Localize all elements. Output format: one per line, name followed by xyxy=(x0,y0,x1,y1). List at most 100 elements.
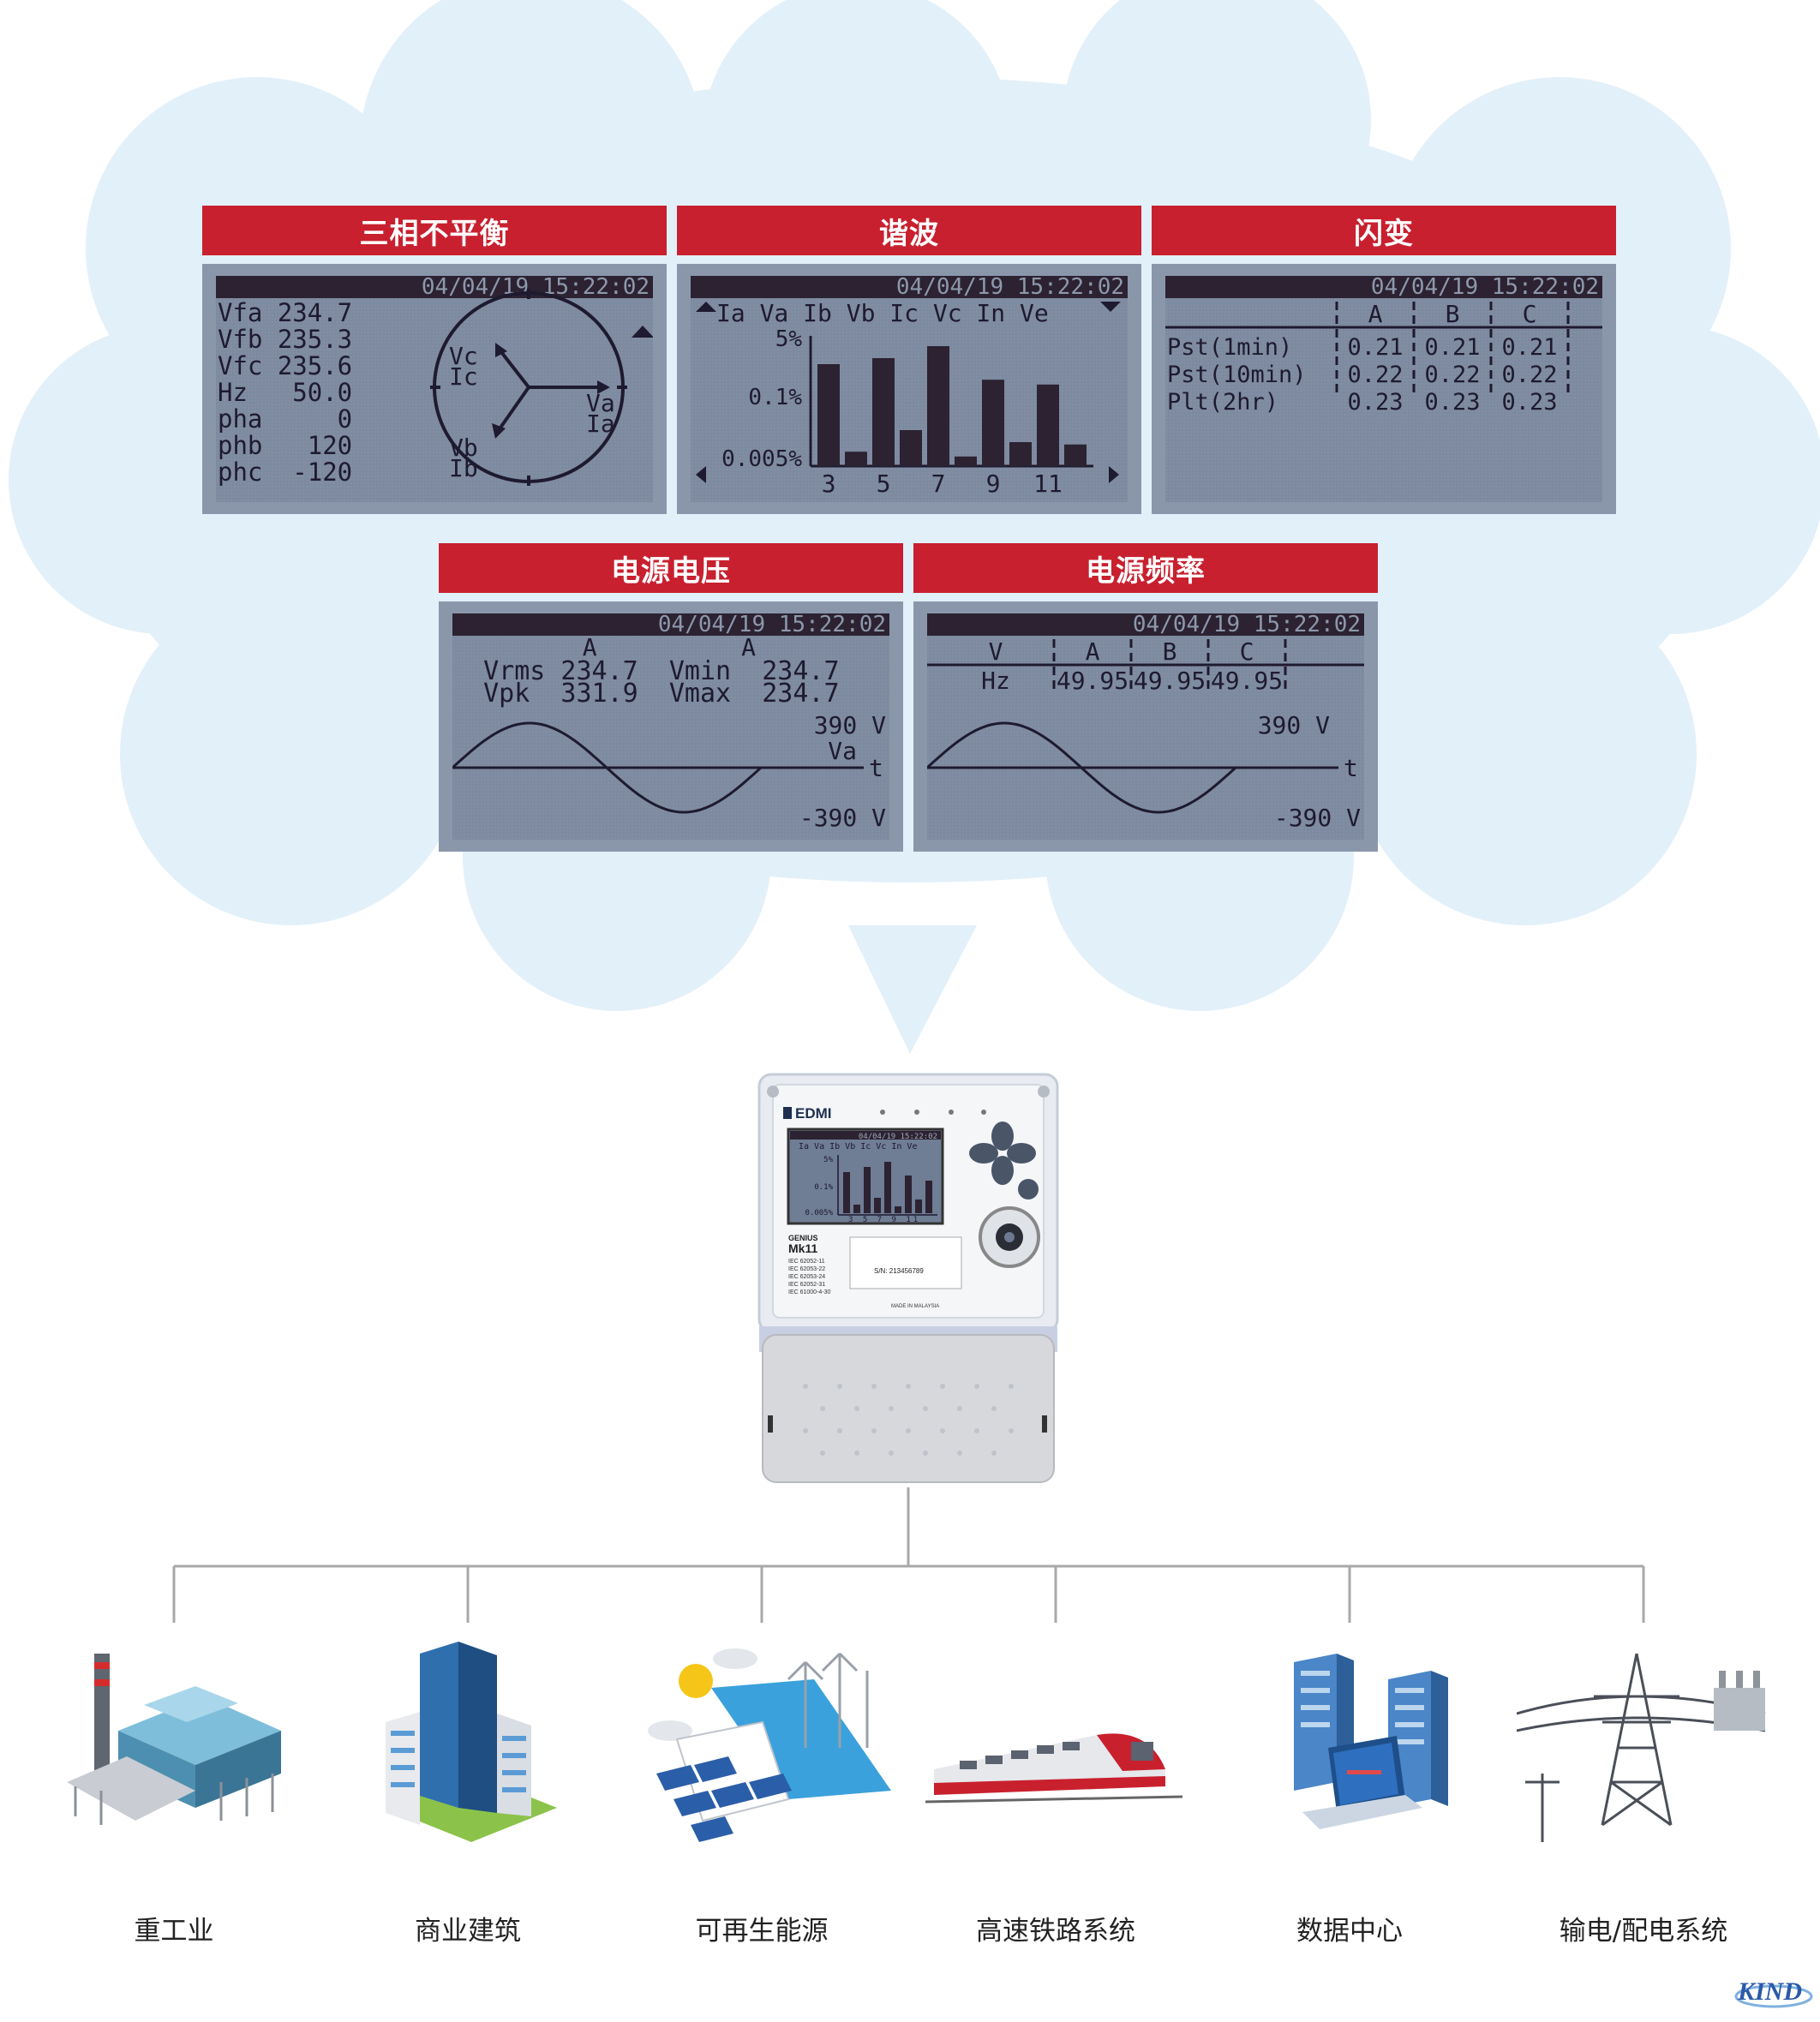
harmonic-bar xyxy=(1037,384,1059,466)
frequency-column-header: A xyxy=(1086,637,1100,666)
frequency-column-header: C xyxy=(1240,637,1254,666)
meter-screen-ylabel: 0.1% xyxy=(814,1183,833,1192)
panel-title: 谐波 xyxy=(677,206,1141,255)
panel-title: 三相不平衡 xyxy=(202,206,667,255)
flicker-row-label: Pst(1min) xyxy=(1167,334,1292,361)
waveform-min-label: -390 V xyxy=(1274,804,1361,832)
meter-standard: IEC 62052-31 xyxy=(788,1282,825,1288)
high-speed-rail-icon xyxy=(925,1733,1182,1804)
harmonic-bar xyxy=(872,358,895,466)
harmonic-bar xyxy=(817,364,840,466)
connection-tree xyxy=(172,1487,1645,1623)
meter-model-line2: Mk11 xyxy=(788,1241,817,1255)
panel-supply-voltage: 电源电压 04/04/19 15:22:02 A A Vrms 234.7 Vm… xyxy=(439,543,903,852)
frequency-value: 49.95 xyxy=(1134,667,1206,695)
meter-screen-ylabel: 0.005% xyxy=(805,1209,833,1217)
phasor-label: Ia xyxy=(586,410,615,438)
meter-standard: IEC 62053-22 xyxy=(788,1266,825,1272)
meter-model-line1: GENIUS xyxy=(788,1234,818,1242)
category-label-high-speed-rail: 高速铁路系统 xyxy=(976,1916,1135,1947)
flicker-value: 0.21 xyxy=(1501,334,1557,361)
meter-origin: MADE IN MALAYSIA xyxy=(891,1304,939,1309)
panel-title: 电源频率 xyxy=(913,543,1378,593)
phasor-label: Vb xyxy=(449,434,478,462)
renewable-energy-icon xyxy=(648,1648,891,1842)
voltage-waveform: 390 V Va t -390 V xyxy=(452,711,886,832)
harmonic-bar xyxy=(955,456,977,466)
phasor-label: Ic xyxy=(449,362,478,391)
frequency-value: 49.95 xyxy=(1211,667,1283,695)
lcd-timestamp: 04/04/19 15:22:02 xyxy=(452,613,889,636)
lcd-screen: 04/04/19 15:22:02 A A Vrms 234.7 Vmin 23… xyxy=(439,601,903,852)
flicker-value: 0.23 xyxy=(1347,389,1403,416)
lcd-screen: 04/04/19 15:22:02 Ia Va Ib Vb Ic Vc In V… xyxy=(677,264,1141,514)
waveform-phase-label: Va xyxy=(828,737,857,765)
flicker-value: 0.23 xyxy=(1424,389,1480,416)
phasor-label: Ib xyxy=(449,454,478,482)
meter-screen-header: Ia Va Ib Vb Ic Vc In Ve xyxy=(799,1142,917,1152)
meter-screen-xlabels: 3 5 7 9 11 xyxy=(848,1216,920,1224)
harmonic-bar xyxy=(1009,442,1032,466)
power-transmission-icon xyxy=(1517,1653,1766,1842)
voltage-peak-max-row: Vpk 331.9 Vmax 234.7 xyxy=(452,679,840,709)
meter-brand: EDMI xyxy=(795,1105,832,1122)
panel-three-phase-unbalance: 三相不平衡 04/04/19 15:22:02 Vfa 234.7 Vfb 23… xyxy=(202,206,667,514)
meter-screen-timestamp: 04/04/19 15:22:02 xyxy=(859,1133,937,1141)
waveform-min-label: -390 V xyxy=(799,804,886,832)
meter-serial: S/N: 213456789 xyxy=(874,1267,924,1275)
meter-standard: IEC 61000-4-30 xyxy=(788,1289,831,1295)
x-axis-label: 7 xyxy=(931,470,946,498)
voltage-units-row: A A xyxy=(452,633,757,661)
navigation-buttons[interactable] xyxy=(969,1122,1036,1185)
harmonics-channel-header: Ia Va Ib Vb Ic Vc In Ve xyxy=(716,299,1049,327)
lcd-timestamp: 04/04/19 15:22:02 xyxy=(1165,276,1602,298)
sine-wave xyxy=(452,721,763,814)
function-button[interactable] xyxy=(1018,1179,1039,1199)
phasor-label: Va xyxy=(586,389,615,417)
x-axis-label: 5 xyxy=(877,470,891,498)
frequency-column-header: V xyxy=(989,637,1003,666)
harmonic-bar xyxy=(982,380,1004,466)
flicker-value: 0.22 xyxy=(1501,362,1557,388)
panel-title: 闪变 xyxy=(1152,206,1616,255)
x-axis-label: 11 xyxy=(1033,470,1063,498)
lcd-screen: 04/04/19 15:22:02 Vfa 234.7 Vfb 235.3 Vf… xyxy=(202,264,667,514)
flicker-column-header: A xyxy=(1368,300,1383,328)
meter-standard: IEC 62053-24 xyxy=(788,1274,825,1280)
waveform-max-label: 390 V xyxy=(814,711,886,739)
category-label-data-center: 数据中心 xyxy=(1296,1916,1403,1947)
waveform-max-label: 390 V xyxy=(1258,711,1330,739)
lcd-timestamp: 04/04/19 15:22:02 xyxy=(691,276,1128,298)
meter-screen-ylabel: 5% xyxy=(823,1156,833,1164)
heavy-industry-icon xyxy=(67,1654,281,1825)
panel-harmonics: 谐波 04/04/19 15:22:02 Ia Va Ib Vb Ic Vc I… xyxy=(677,206,1141,514)
svg-text:KIND: KIND xyxy=(1737,1977,1802,2006)
meter-standard: IEC 62052-11 xyxy=(788,1259,825,1265)
phasor-label: Vc xyxy=(449,342,478,370)
harmonic-bar xyxy=(900,430,922,466)
kind-logo: KIND xyxy=(1734,1977,1813,2008)
category-label-commercial-building: 商业建筑 xyxy=(415,1916,521,1947)
category-label-heavy-industry: 重工业 xyxy=(134,1916,214,1947)
category-label-power-transmission: 输电/配电系统 xyxy=(1559,1916,1728,1947)
lcd-timestamp: 04/04/19 15:22:02 xyxy=(927,613,1364,636)
frequency-value: 49.95 xyxy=(1057,667,1129,695)
y-axis-label: 5% xyxy=(775,326,803,352)
flicker-value: 0.21 xyxy=(1424,334,1480,361)
panel-title: 电源电压 xyxy=(439,543,903,593)
frequency-column-header: B xyxy=(1163,637,1177,666)
lcd-timestamp: 04/04/19 15:22:02 xyxy=(216,276,653,298)
flicker-value: 0.22 xyxy=(1347,362,1403,388)
harmonic-bar xyxy=(1064,444,1087,466)
flicker-value: 0.22 xyxy=(1424,362,1480,388)
voltage-rms-min-row: Vrms 234.7 Vmin 234.7 xyxy=(452,656,840,686)
y-axis-label: 0.005% xyxy=(721,446,802,472)
time-axis-label: t xyxy=(869,754,883,782)
flicker-column-header: B xyxy=(1446,300,1460,328)
frequency-row-label: Hz xyxy=(981,667,1010,695)
